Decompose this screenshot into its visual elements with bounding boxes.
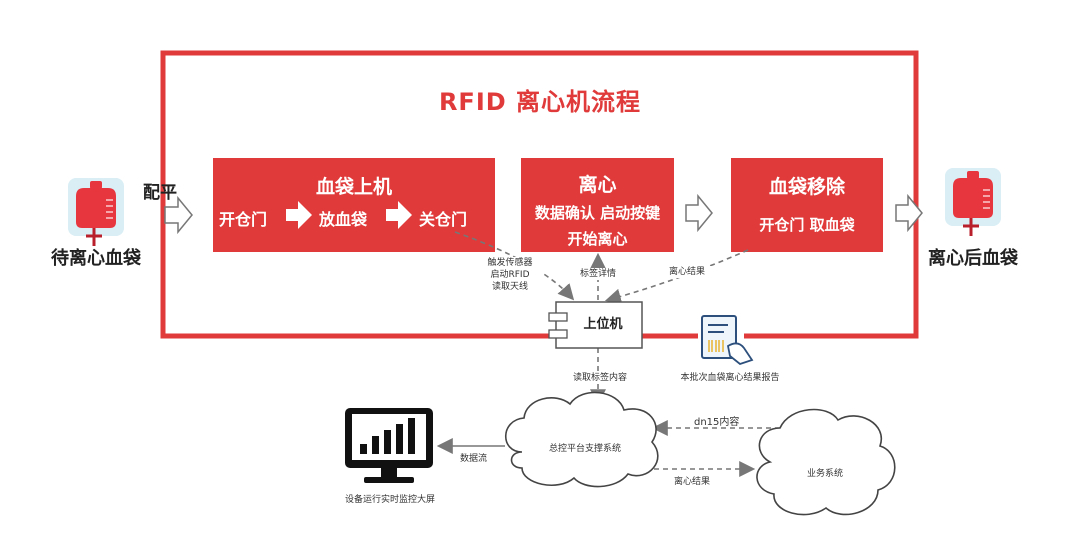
blood-bag-icon xyxy=(945,168,1001,236)
step-open-door: 开仓门 xyxy=(219,210,268,229)
right-arrow-icon xyxy=(895,193,923,233)
host-computer-label: 上位机 xyxy=(583,317,623,332)
processed-bag-label: 离心后血袋 xyxy=(928,248,1018,269)
tag-detail-note: 标签详情 xyxy=(569,268,627,280)
process-frame xyxy=(160,50,919,339)
monitor-chart-icon xyxy=(345,408,433,483)
diagram-title: RFID 离心机流程 xyxy=(438,88,642,116)
step-box-remove xyxy=(731,158,883,252)
step-box-load-text: 血袋上机 开仓门 放血袋 关仓门 xyxy=(213,158,495,252)
read-tag-note: 读取标签内容 xyxy=(555,372,645,384)
step-start-centrifuge: 开始离心 xyxy=(567,230,628,248)
cloud-icon xyxy=(756,408,896,516)
platform-cloud-label: 总控平台支撑系统 xyxy=(548,444,621,454)
report-hand-icon xyxy=(698,312,754,366)
monitor-label: 设备运行实时监控大屏 xyxy=(344,495,435,505)
data-flow-label: 数据流 xyxy=(460,454,488,464)
right-arrow-icon xyxy=(386,201,412,229)
right-arrow-icon xyxy=(685,193,713,233)
right-arrow-icon xyxy=(164,195,193,235)
dn15-label: dn15内容 xyxy=(694,417,740,428)
report-label: 本批次血袋离心结果报告 xyxy=(680,373,780,383)
sensor-note: 触发传感器 启动RFID 读取天线 xyxy=(478,257,542,293)
pending-bag-label: 待离心血袋 xyxy=(51,248,141,269)
result-top-note: 离心结果 xyxy=(660,266,714,278)
result-bottom-label: 离心结果 xyxy=(674,477,711,487)
computer-component-icon xyxy=(548,301,643,349)
step-place-bag: 放血袋 xyxy=(319,210,368,229)
step-title: 血袋移除 xyxy=(768,176,845,198)
step-close-door: 关仓门 xyxy=(419,210,468,229)
step-title: 离心 xyxy=(578,174,617,196)
cloud-icon xyxy=(505,391,659,488)
blood-bag-icon xyxy=(68,178,124,246)
step-open-take-bag: 开仓门 取血袋 xyxy=(759,216,855,234)
step-box-load xyxy=(213,158,495,252)
step-box-remove-text: 血袋移除 开仓门 取血袋 xyxy=(731,158,883,252)
step-box-centrifuge xyxy=(521,158,674,252)
step-confirm-start: 数据确认 启动按键 xyxy=(534,204,661,222)
business-cloud-label: 业务系统 xyxy=(806,469,843,479)
right-arrow-icon xyxy=(286,201,312,229)
step-box-centrifuge-text: 离心 数据确认 启动按键 开始离心 xyxy=(521,158,674,252)
balance-label: 配平 xyxy=(143,183,177,203)
step-title: 血袋上机 xyxy=(315,176,392,198)
